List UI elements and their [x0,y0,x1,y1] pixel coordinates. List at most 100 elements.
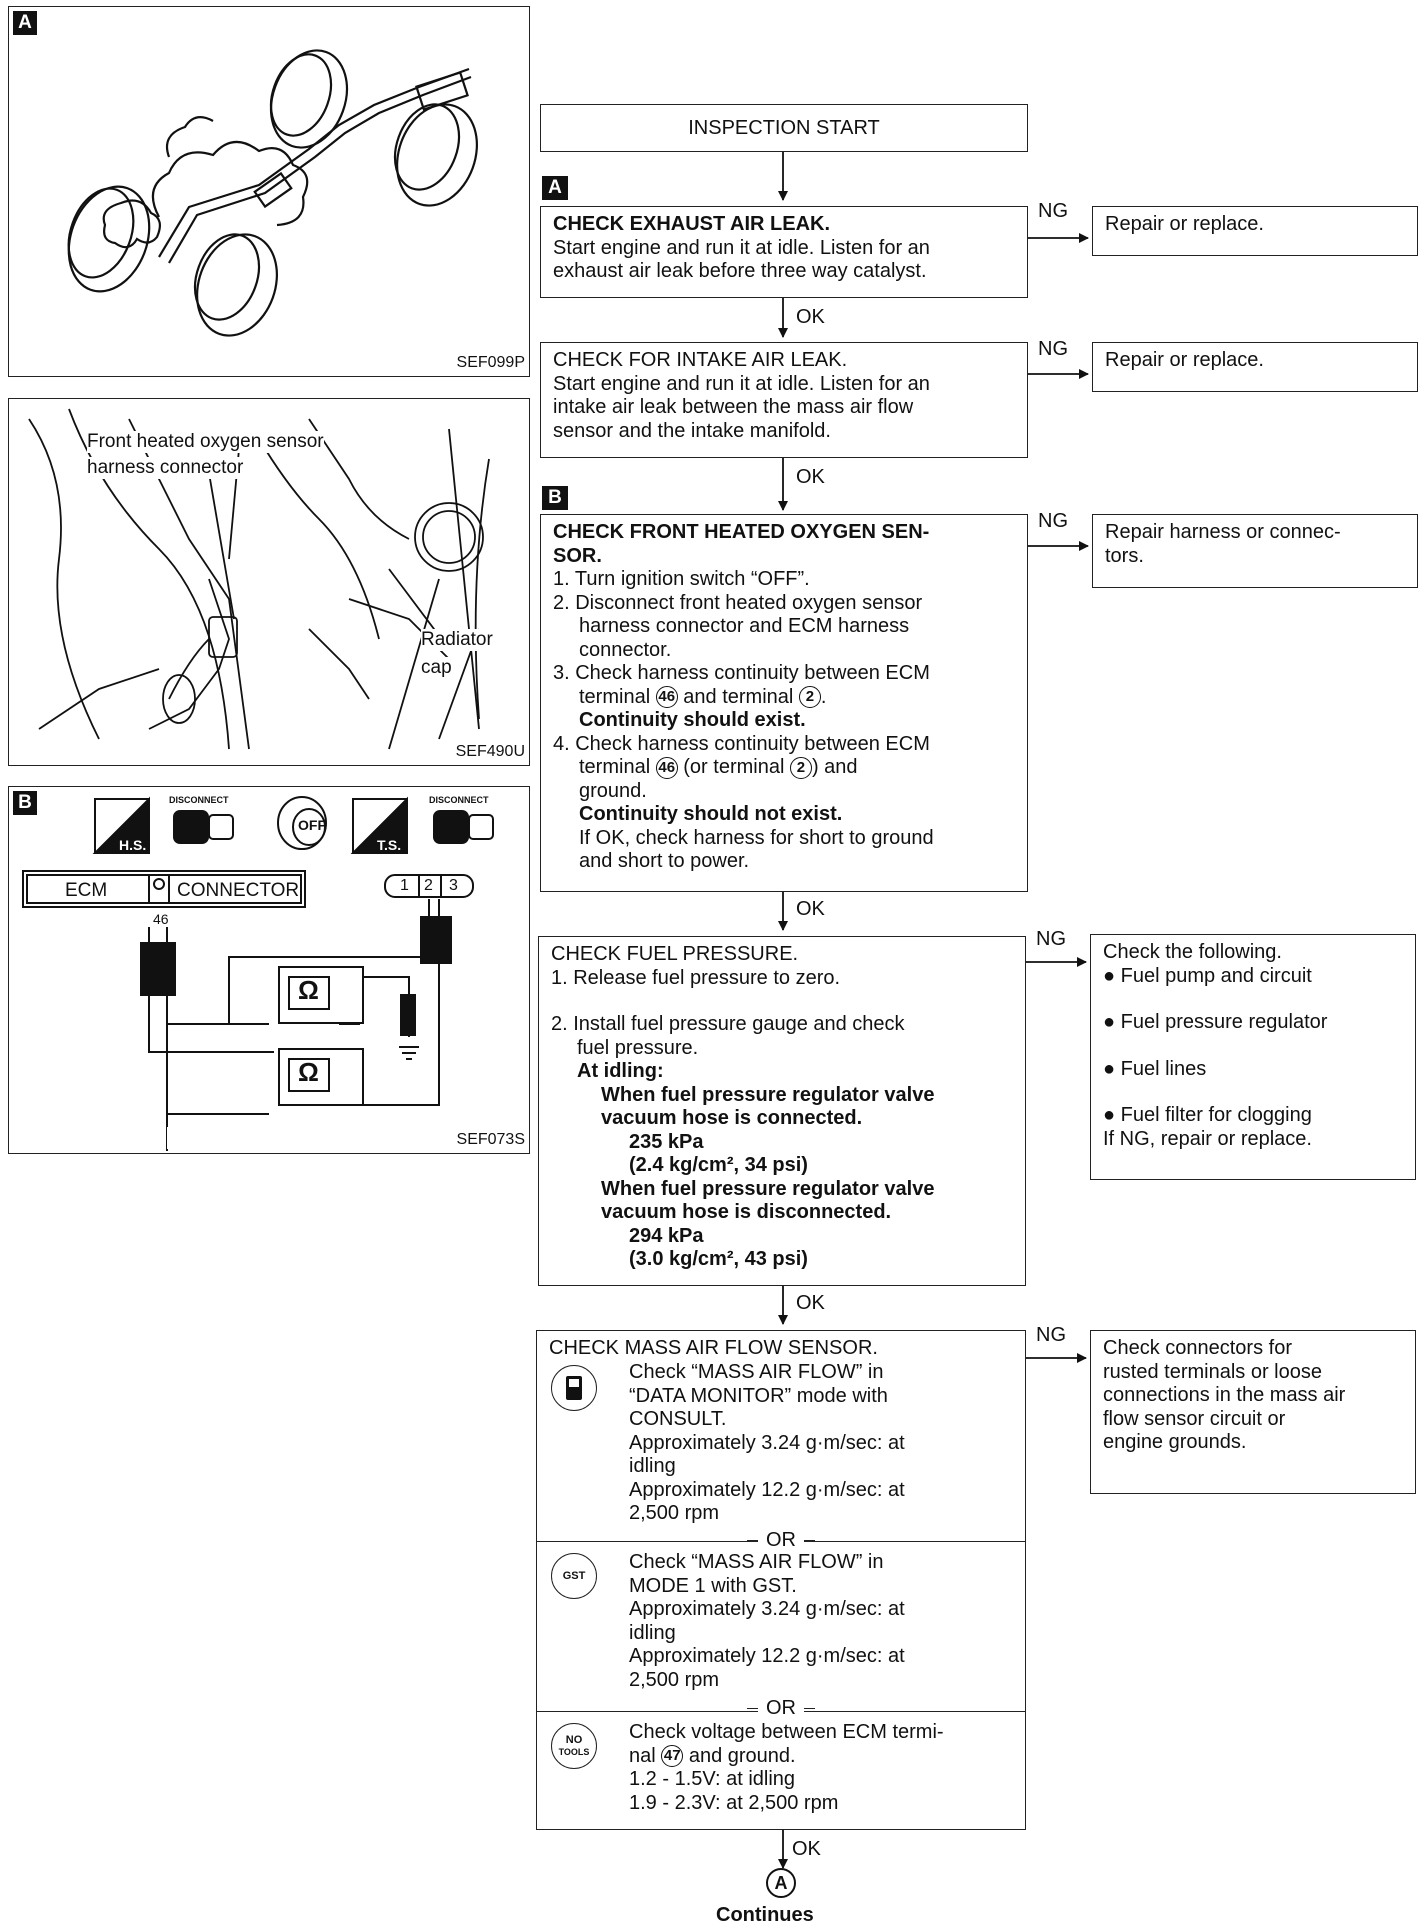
result-text: tors. [1105,544,1144,567]
result-text: ● Fuel pressure regulator [1103,1011,1328,1033]
step-title: CHECK FOR INTAKE AIR LEAK. [553,349,848,371]
step-spec: When fuel pressure regulator valve [601,1083,935,1106]
result-check-fuel-system: Check the following. ● Fuel pump and cir… [1090,934,1416,1180]
figure-code: SEF073S [456,1131,525,1148]
engine-bay-illustration [28,408,490,750]
step-text: terminal 46 (or terminal 2) and [579,756,858,779]
continuation-connector-a: A [766,1868,796,1898]
step-spec: Continuity should exist. [579,709,806,731]
step-text: “DATA MONITOR” mode with [629,1384,888,1407]
step-spec: 2,500 rpm [629,1502,720,1524]
step-spec: (2.4 kg/cm², 34 psi) [629,1154,808,1176]
step-text: 4. Check harness continuity between ECM [553,732,930,755]
ng-label: NG [1036,1324,1066,1346]
result-text: Check the following. [1103,941,1282,963]
step-title: CHECK FUEL PRESSURE. [551,943,799,965]
sensor-label: Front heated oxygen sensor [87,431,324,453]
result-repair-replace-1: Repair or replace. [1092,206,1418,256]
terminal-label: 2 [424,877,433,894]
result-text: rusted terminals or loose [1103,1360,1322,1383]
step-text: If OK, check harness for short to ground [579,826,934,849]
inspection-start-box: INSPECTION START [540,104,1028,152]
result-text: Repair or replace. [1105,213,1264,235]
result-text: Repair harness or connec- [1105,521,1341,543]
step-text: exhaust air leak before three way cataly… [553,260,927,282]
figure-tag: A [13,11,37,35]
cap-label: cap [421,657,452,679]
result-text: Check connectors for [1103,1337,1292,1359]
result-text: If NG, repair or replace. [1103,1127,1312,1150]
step-fuel-pressure: CHECK FUEL PRESSURE. 1. Release fuel pre… [538,936,1026,1286]
step-text: connector. [579,638,672,661]
terminal-number: 47 [661,1745,684,1768]
result-text: ● Fuel pump and circuit [1103,964,1312,987]
ng-label: NG [1038,338,1068,360]
step-spec: 2,500 rpm [629,1668,720,1691]
radiator-label: Radiator [421,629,493,651]
ohmmeter-symbol: Ω [298,1057,319,1087]
ng-label: NG [1038,200,1068,222]
step-text: sensor and the intake manifold. [553,419,831,442]
or-divider: OR [537,1697,1025,1719]
step-title: SOR. [553,544,602,567]
step-tag-b: B [542,486,568,510]
step-spec: idling [629,1455,676,1477]
ok-label: OK [796,306,825,328]
step-spec: Approximately 3.24 g·m/sec: at [629,1598,905,1620]
ok-label: OK [796,1292,825,1314]
connector-label: CONNECTOR [177,880,300,901]
step-text: 1. Turn ignition switch “OFF”. [553,568,810,590]
step-text: 1. Release fuel pressure to zero. [551,966,841,989]
step-text: 3. Check harness continuity between ECM [553,662,930,684]
step-spec: Continuity should not exist. [579,803,843,825]
step-spec: 294 kPa [629,1224,704,1247]
step-spec: When fuel pressure regulator valve [601,1177,935,1200]
or-divider: OR [537,1529,1025,1551]
step-mass-air-flow: CHECK MASS AIR FLOW SENSOR. Check “MASS … [536,1330,1026,1830]
step-text: Start engine and run it at idle. Listen … [553,372,930,395]
ohmmeter-symbol: Ω [298,975,319,1005]
disconnect-label: DISCONNECT [429,795,489,805]
step-text: Check “MASS AIR FLOW” in [629,1551,884,1573]
step-spec: (3.0 kg/cm², 43 psi) [629,1248,808,1270]
disconnect-label: DISCONNECT [169,795,229,805]
step-title: CHECK FRONT HEATED OXYGEN SEN- [553,521,930,543]
continuity-circuit-diagram [22,796,494,1151]
continues-label: Continues [716,1904,814,1926]
step-tag-a: A [542,176,568,200]
result-text: flow sensor circuit or [1103,1407,1286,1430]
step-text: 2. Disconnect front heated oxygen sensor [553,591,923,614]
terminal-label: 1 [400,877,409,894]
terminal-number: 46 [655,686,678,709]
step-text: Check voltage between ECM termi- [629,1721,944,1743]
figure-code: SEF490U [455,743,525,760]
step-text: terminal 46 and terminal 2. [579,685,827,709]
result-repair-replace-2: Repair or replace. [1092,342,1418,392]
figure-exhaust: A SEF099P [8,6,530,377]
step-text: 2. Install fuel pressure gauge and check [551,1013,905,1035]
step-exhaust-air-leak: CHECK EXHAUST AIR LEAK. Start engine and… [540,206,1028,298]
step-text: intake air leak between the mass air flo… [553,396,914,418]
figure-tag: B [13,791,37,815]
step-spec: Approximately 12.2 g·m/sec: at [629,1645,905,1667]
step-spec: Approximately 12.2 g·m/sec: at [629,1478,905,1501]
step-front-oxygen-sensor: CHECK FRONT HEATED OXYGEN SEN- SOR. 1. T… [540,514,1028,892]
hs-label: H.S. [119,837,147,853]
step-spec: vacuum hose is connected. [601,1107,863,1129]
step-spec: vacuum hose is disconnected. [601,1201,892,1223]
step-text: nal 47 and ground. [629,1744,796,1768]
terminal-number: 46 [655,756,678,779]
result-text: engine grounds. [1103,1431,1247,1453]
ok-label: OK [796,466,825,488]
result-text: Repair or replace. [1105,349,1264,371]
step-text: Check “MASS AIR FLOW” in [629,1361,884,1383]
terminal-label: 3 [449,877,458,894]
step-intake-air-leak: CHECK FOR INTAKE AIR LEAK. Start engine … [540,342,1028,458]
step-spec: Approximately 3.24 g·m/sec: at [629,1431,905,1454]
ng-label: NG [1038,510,1068,532]
step-spec: At idling: [577,1060,664,1082]
step-text: harness connector and ECM harness [579,615,910,637]
connector-label: harness connector [87,457,244,479]
inspection-start-label: INSPECTION START [688,117,880,139]
step-title: CHECK EXHAUST AIR LEAK. [553,213,831,235]
